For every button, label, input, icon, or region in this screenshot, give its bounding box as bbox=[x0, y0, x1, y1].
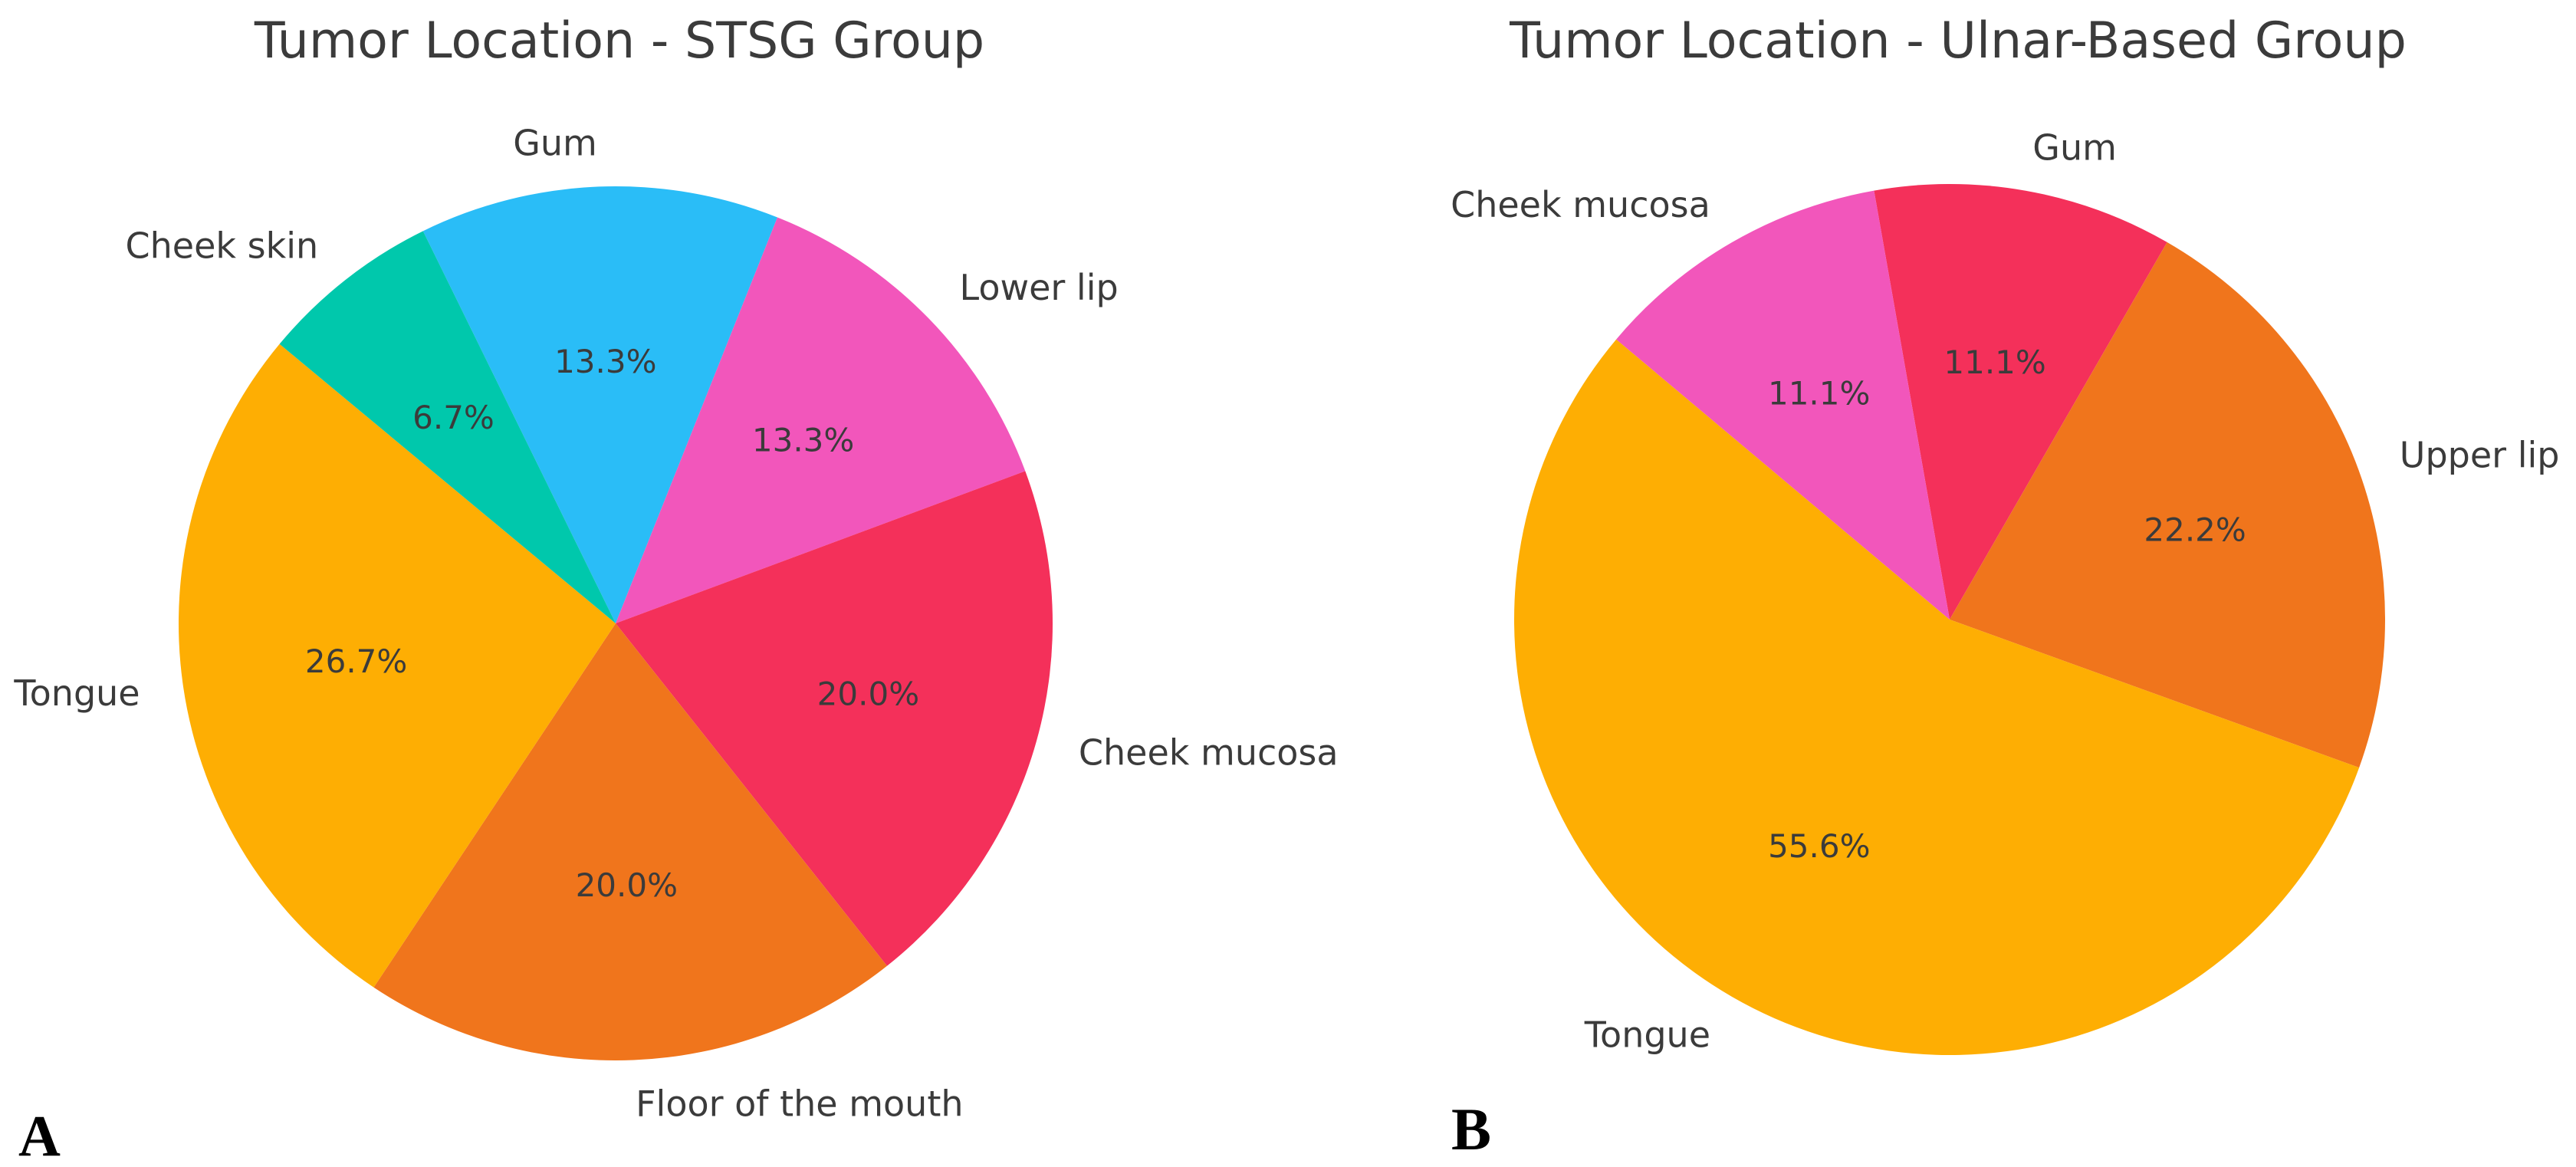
slice-label-cheek-skin: Cheek skin bbox=[126, 225, 319, 266]
pie-slice-cheek-mucosa bbox=[616, 471, 1053, 966]
slice-percentage-gum: 11.1% bbox=[1944, 344, 2045, 381]
pie-chart-ulnar-based-group: Gum 11.1% Upper lip 22.2% Tongue 55.6% Cheek m… bbox=[1451, 127, 2559, 1056]
slice-label-gum: Gum bbox=[513, 123, 597, 164]
slice-label-upper-lip: Upper lip bbox=[2400, 435, 2560, 476]
slice-percentage-floor-of-the-mouth: 20.0% bbox=[576, 866, 678, 904]
pie-slice-gum bbox=[1874, 184, 2167, 620]
pie-slice-lower-lip bbox=[616, 217, 1026, 623]
slice-label-floor-of-the-mouth: Floor of the mouth bbox=[636, 1083, 963, 1125]
slice-label-cheek-mucosa: Cheek mucosa bbox=[1079, 732, 1339, 774]
slice-label-lower-lip: Lower lip bbox=[960, 267, 1119, 308]
slice-label-cheek-mucosa: Cheek mucosa bbox=[1451, 184, 1710, 225]
pie-slice-cheek-mucosa bbox=[1616, 190, 1950, 620]
slice-percentage-tongue: 26.7% bbox=[305, 643, 407, 680]
slice-label-tongue: Tongue bbox=[13, 672, 140, 714]
slice-label-gum: Gum bbox=[2032, 127, 2117, 169]
panel-letter-a: A bbox=[18, 1104, 61, 1167]
pie-slice-tongue bbox=[178, 344, 616, 988]
pie-slice-upper-lip bbox=[1950, 242, 2385, 768]
panel-letter-b: B bbox=[1451, 1096, 1492, 1162]
slice-percentage-tongue: 55.6% bbox=[1768, 827, 1870, 865]
pie-slice-gum bbox=[422, 186, 778, 623]
chart-title-stsg: Tumor Location - STSG Group bbox=[254, 12, 985, 70]
slice-percentage-gum: 13.3% bbox=[554, 343, 656, 380]
pie-slice-cheek-skin bbox=[279, 231, 616, 623]
slice-percentage-cheek-skin: 6.7% bbox=[412, 399, 495, 436]
slice-percentage-lower-lip: 13.3% bbox=[752, 422, 854, 459]
slice-label-tongue: Tongue bbox=[1584, 1014, 1710, 1055]
chart-title-ulnar-based: Tumor Location - Ulnar-Based Group bbox=[1510, 12, 2407, 70]
slice-percentage-cheek-mucosa: 20.0% bbox=[817, 676, 919, 713]
slice-percentage-upper-lip: 22.2% bbox=[2144, 511, 2246, 549]
pie-slice-floor-of-the-mouth bbox=[373, 623, 887, 1061]
slice-percentage-cheek-mucosa: 11.1% bbox=[1768, 374, 1870, 412]
pie-chart-stsg-group: Gum 13.3% Lower lip 13.3% Cheek mucosa 20.0% F… bbox=[13, 123, 1338, 1125]
pie-slice-tongue bbox=[1514, 339, 2360, 1055]
